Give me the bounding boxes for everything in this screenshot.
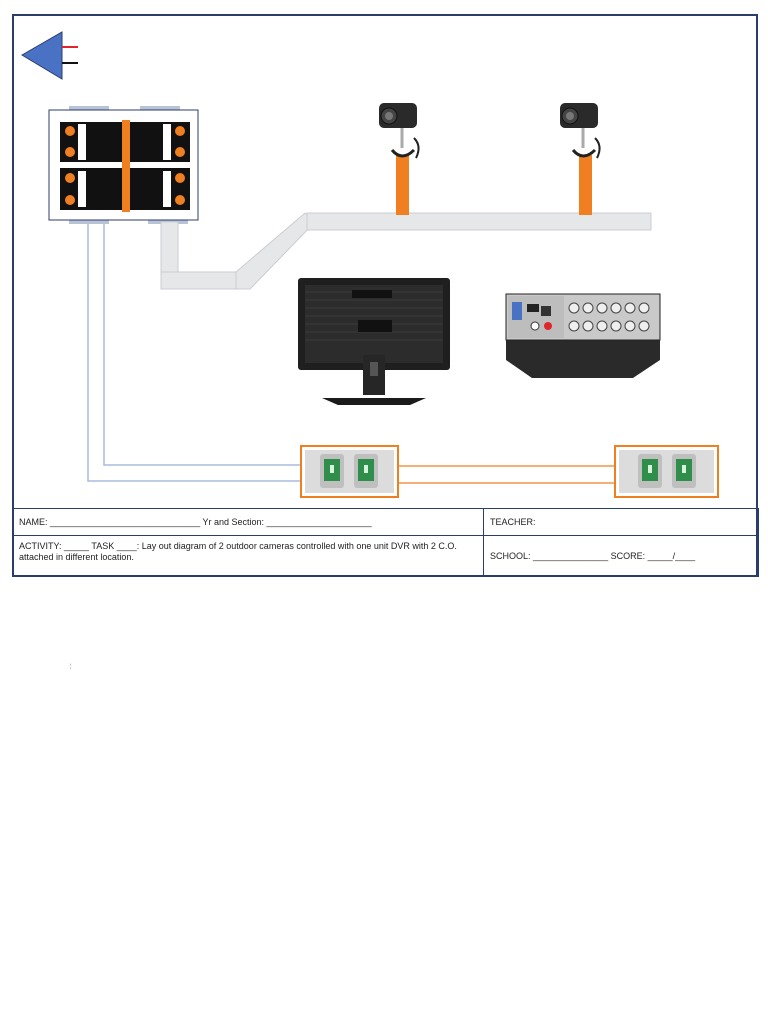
- cctv-camera-icon: [560, 103, 600, 215]
- teacher-field: TEACHER:: [484, 509, 759, 536]
- name-field: NAME: ______________________________ Yr …: [13, 509, 484, 536]
- convenience-outlet-icon: [301, 446, 398, 497]
- outlet-interconnect: [398, 466, 615, 483]
- info-table: NAME: ______________________________ Yr …: [12, 508, 759, 577]
- plug-icon: [22, 32, 78, 79]
- dvr-rear-panel-icon: [506, 294, 660, 378]
- ceiling-conduit: [161, 213, 651, 289]
- convenience-outlet-icon: [615, 446, 718, 497]
- layout-diagram: [0, 0, 768, 520]
- monitor-rear-icon: [298, 278, 450, 405]
- stray-mark: ¦: [70, 664, 72, 670]
- activity-description: ACTIVITY: _____ TASK ____: Lay out diagr…: [13, 536, 484, 577]
- electrical-panel-icon: [49, 106, 198, 224]
- school-score-field: SCHOOL: _______________ SCORE: _____/___…: [484, 536, 759, 577]
- cctv-camera-icon: [379, 103, 419, 215]
